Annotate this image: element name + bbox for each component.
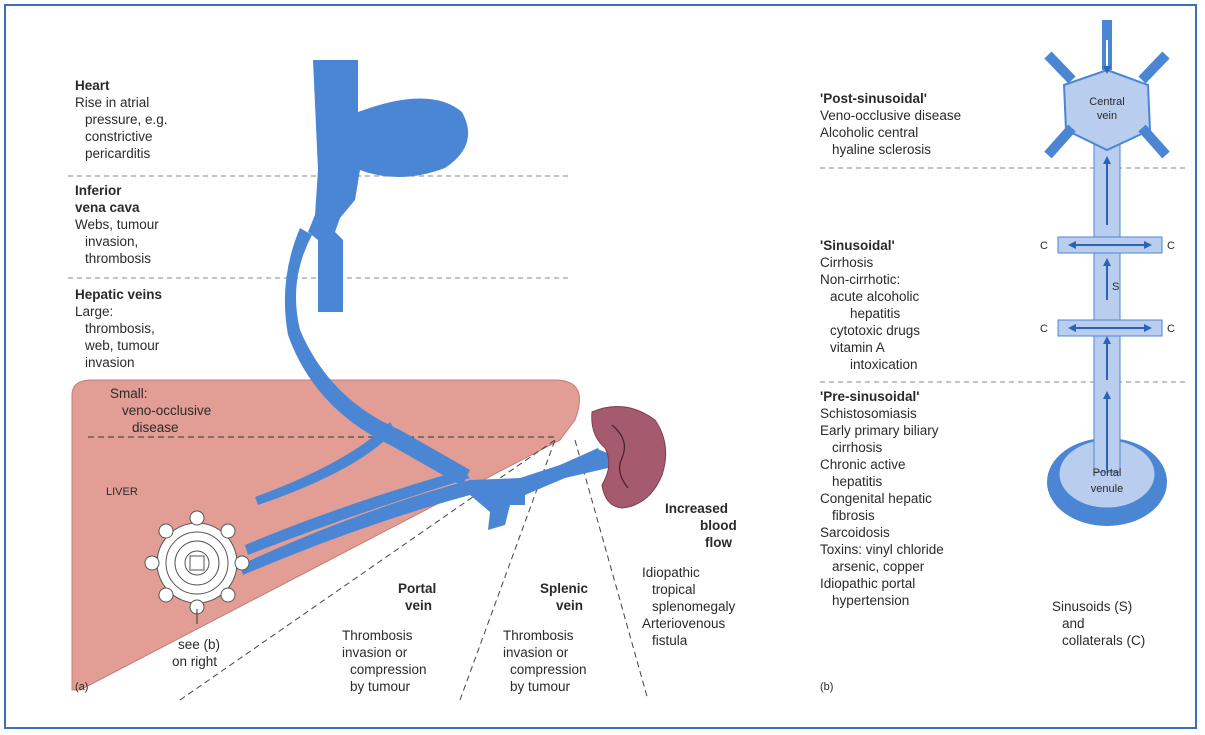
legend-line: collaterals (C) [1062, 633, 1145, 648]
pre-sinusoidal-line: Early primary biliary [820, 423, 939, 438]
pre-sinusoidal-line: Idiopathic portal [820, 576, 915, 591]
central-vein-label: Central [1089, 96, 1124, 108]
see-b-line: on right [172, 654, 217, 669]
heart-line: constrictive [85, 129, 153, 144]
hepatic-veins-line: Large: [75, 304, 113, 319]
heart-label-group: Heart Rise in atrial pressure, e.g. cons… [75, 78, 168, 161]
heart-shape [308, 60, 468, 312]
splenic-vein-line: by tumour [510, 679, 571, 694]
splenic-vein-line: Thrombosis [503, 628, 574, 643]
ivc-line: invasion, [85, 234, 138, 249]
pre-sinusoidal-line: cirrhosis [832, 440, 883, 455]
splenic-vein-title: vein [556, 598, 583, 613]
post-sinusoidal-line: Veno-occlusive disease [820, 108, 961, 123]
splenic-vein-title: Splenic [540, 581, 589, 596]
hepatic-veins-line: invasion [85, 355, 135, 370]
panel-a-label: (a) [75, 681, 88, 693]
sinusoidal-line: hepatitis [850, 306, 901, 321]
pre-sinusoidal-line: hypertension [832, 593, 909, 608]
increased-flow-title: Increased [665, 501, 728, 516]
legend-group: Sinusoids (S) and collaterals (C) [1052, 599, 1145, 648]
ivc-line: Webs, tumour [75, 217, 159, 232]
post-sinusoidal-line: Alcoholic central [820, 125, 918, 140]
portal-vein-line: invasion or [342, 645, 408, 660]
heart-line: pressure, e.g. [85, 112, 168, 127]
collateral-label: C [1167, 240, 1175, 252]
splenic-vein-line: compression [510, 662, 587, 677]
pre-sinusoidal-line: Schistosomiasis [820, 406, 917, 421]
central-vein-icon [1048, 20, 1166, 155]
splenic-vein-line: invasion or [503, 645, 569, 660]
portal-venule-label: Portal [1093, 467, 1122, 479]
ivc-line: thrombosis [85, 251, 151, 266]
portal-vein-line: by tumour [350, 679, 411, 694]
sinusoid-label: S [1112, 281, 1119, 293]
post-sinusoidal-label-group: 'Post-sinusoidal' Veno-occlusive disease… [820, 91, 961, 157]
sinusoidal-line: cytotoxic drugs [830, 323, 920, 338]
collateral-label: C [1040, 323, 1048, 335]
pre-sinusoidal-line: Congenital hepatic [820, 491, 932, 506]
small-line: Small: [110, 386, 148, 401]
increased-flow-title: blood [700, 518, 737, 533]
ivc-title: vena cava [75, 200, 140, 215]
sinusoidal-line: acute alcoholic [830, 289, 920, 304]
heart-line: Rise in atrial [75, 95, 149, 110]
portal-vein-line: Thrombosis [342, 628, 413, 643]
portal-vein-title: Portal [398, 581, 436, 596]
sinusoidal-line: intoxication [850, 357, 918, 372]
increased-flow-line: tropical [652, 582, 696, 597]
legend-line: Sinusoids (S) [1052, 599, 1132, 614]
pre-sinusoidal-line: fibrosis [832, 508, 875, 523]
post-sinusoidal-line: hyaline sclerosis [832, 142, 931, 157]
pre-sinusoidal-label-group: 'Pre-sinusoidal' Schistosomiasis Early p… [820, 389, 944, 608]
portal-vein-line: compression [350, 662, 427, 677]
hepatic-veins-label-group: Hepatic veins Large: thrombosis, web, tu… [75, 287, 162, 370]
sinusoidal-line: Non-cirrhotic: [820, 272, 900, 287]
hepatic-veins-title: Hepatic veins [75, 287, 162, 302]
heart-line: pericarditis [85, 146, 151, 161]
splenic-vein-label-group: Splenic vein Thrombosis invasion or comp… [503, 581, 589, 694]
portal-venule-label: venule [1091, 483, 1123, 495]
increased-flow-label-group: Increased blood flow Idiopathic tropical… [642, 501, 737, 648]
increased-flow-line: Idiopathic [642, 565, 700, 580]
pre-sinusoidal-line: arsenic, copper [832, 559, 925, 574]
liver-label: LIVER [106, 486, 138, 498]
increased-flow-title: flow [705, 535, 732, 550]
sinusoidal-line: Cirrhosis [820, 255, 874, 270]
hepatic-veins-line: thrombosis, [85, 321, 155, 336]
increased-flow-line: Arteriovenous [642, 616, 726, 631]
ivc-label-group: Inferior vena cava Webs, tumour invasion… [75, 183, 159, 266]
pre-sinusoidal-line: Chronic active [820, 457, 906, 472]
pre-sinusoidal-line: Toxins: vinyl chloride [820, 542, 944, 557]
portal-vein-label-group: Portal vein Thrombosis invasion or compr… [342, 581, 436, 694]
increased-flow-line: splenomegaly [652, 599, 736, 614]
small-line: veno-occlusive [122, 403, 211, 418]
see-b-line: see (b) [178, 637, 220, 652]
sinusoidal-label-group: 'Sinusoidal' Cirrhosis Non-cirrhotic: ac… [820, 238, 920, 372]
pre-sinusoidal-title: 'Pre-sinusoidal' [820, 389, 919, 404]
hepatic-veins-line: web, tumour [84, 338, 160, 353]
increased-flow-line: fistula [652, 633, 688, 648]
central-vein-label: vein [1097, 110, 1117, 122]
legend-line: and [1062, 616, 1085, 631]
portal-vein-title: vein [405, 598, 432, 613]
heart-title: Heart [75, 78, 110, 93]
collateral-label: C [1167, 323, 1175, 335]
small-line: disease [132, 420, 179, 435]
panel-b-label: (b) [820, 681, 833, 693]
sinusoidal-line: vitamin A [830, 340, 885, 355]
ivc-title: Inferior [75, 183, 122, 198]
post-sinusoidal-title: 'Post-sinusoidal' [820, 91, 927, 106]
pre-sinusoidal-line: Sarcoidosis [820, 525, 890, 540]
sinusoidal-title: 'Sinusoidal' [820, 238, 895, 253]
collateral-label: C [1040, 240, 1048, 252]
pre-sinusoidal-line: hepatitis [832, 474, 883, 489]
